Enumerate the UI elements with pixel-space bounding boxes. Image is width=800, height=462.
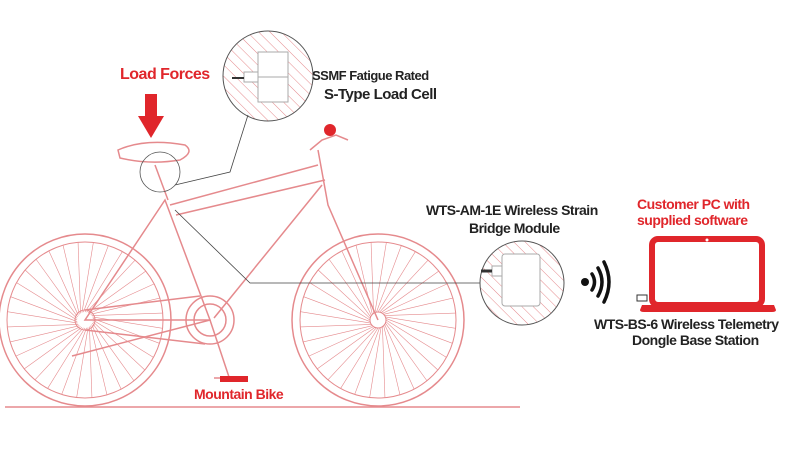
wheel-spoke	[48, 250, 79, 316]
wheel-spoke	[370, 242, 374, 314]
wheel-spoke	[86, 259, 136, 313]
wheel-spoke	[61, 327, 87, 395]
dongle-icon	[636, 294, 648, 302]
load-cell-location-marker	[139, 151, 181, 193]
wheel-spoke	[300, 311, 371, 324]
load-cell-callout	[222, 30, 314, 122]
wheel-spoke	[10, 325, 80, 343]
module-label-2: Bridge Module	[469, 220, 560, 236]
wheel-spoke	[384, 312, 456, 316]
strain-bridge-module-callout	[479, 240, 565, 326]
wheel-spoke	[76, 327, 89, 398]
load-arrow-icon	[138, 94, 164, 138]
wheel-spoke	[327, 327, 377, 381]
wheel-spoke	[91, 312, 163, 316]
dongle-label-2: Dongle Base Station	[632, 332, 759, 348]
laptop-icon	[636, 236, 776, 312]
wheel-spoke	[81, 242, 94, 313]
wheel-spoke	[87, 270, 146, 313]
wheel-spoke	[35, 259, 78, 318]
wheel-spoke	[7, 311, 78, 324]
wheel-spoke	[34, 327, 84, 381]
wheel-spoke	[16, 282, 78, 321]
handlebar-grip	[324, 124, 336, 136]
wheel-spoke	[369, 327, 382, 398]
wheel-spoke	[89, 326, 93, 398]
wheel-spoke	[383, 297, 453, 315]
module-label-1: WTS-AM-1E Wireless Strain	[426, 202, 598, 218]
wheel-spoke	[340, 327, 379, 389]
wheel-spoke	[92, 318, 160, 344]
wheel-spoke	[15, 326, 81, 357]
wheel-spoke	[385, 321, 439, 371]
wheel-spoke	[92, 319, 154, 358]
wheel-spoke	[355, 245, 373, 315]
wheel-spoke	[384, 324, 415, 390]
wheel-spoke	[317, 269, 371, 319]
pc-label-2: supplied software	[637, 212, 748, 228]
wheel-spoke	[382, 326, 386, 398]
bike-frame	[71, 134, 379, 381]
wheel-spoke	[354, 327, 380, 395]
wheel-spoke	[309, 282, 371, 321]
wheel-spoke	[377, 251, 416, 313]
wheel-spoke	[303, 325, 373, 343]
wheel-spoke	[24, 269, 78, 319]
wheel-spoke	[385, 316, 456, 329]
wheel-spoke	[77, 242, 81, 314]
wheel-spoke	[90, 297, 160, 315]
wheel-spoke	[385, 319, 447, 358]
wheel-spoke	[24, 327, 83, 370]
wheel-spoke	[379, 259, 429, 313]
wheel-spoke	[47, 327, 86, 389]
wheel-spoke	[92, 316, 163, 329]
wheel-spoke	[83, 245, 109, 313]
wheel-spoke	[84, 251, 123, 313]
wheel-spoke	[317, 327, 376, 370]
wheel-spoke	[300, 324, 372, 328]
wheel-spoke	[308, 326, 374, 357]
bike-label: Mountain Bike	[194, 386, 284, 402]
wheel-spoke	[380, 270, 439, 313]
wheel-spoke	[383, 325, 401, 395]
pc-label-1: Customer PC with	[637, 196, 750, 212]
wheel-spoke	[10, 296, 78, 322]
wheel-spoke	[382, 283, 448, 314]
wheel-spoke	[92, 321, 146, 371]
load-cell-label-1: SSMF Fatigue Rated	[312, 68, 429, 83]
wheel-spoke	[374, 242, 387, 313]
wheel-spoke	[376, 245, 402, 313]
wireless-signal-icon	[581, 260, 611, 304]
wheel-spoke	[303, 296, 371, 322]
wheel-spoke	[92, 322, 135, 381]
wheel-spoke	[7, 324, 79, 328]
wheel-spoke	[328, 259, 371, 318]
wheel-spoke	[91, 324, 122, 390]
wheel-spoke	[90, 325, 108, 395]
wheel-spoke	[62, 245, 80, 315]
leader-lines	[174, 114, 480, 284]
wheel-spoke	[385, 322, 428, 381]
load-cell-label-2: S-Type Load Cell	[324, 86, 437, 103]
pedal	[220, 376, 248, 382]
load-forces-label: Load Forces	[120, 66, 210, 83]
wheel-spoke	[385, 318, 453, 344]
dongle-label-1: WTS-BS-6 Wireless Telemetry	[594, 316, 779, 332]
